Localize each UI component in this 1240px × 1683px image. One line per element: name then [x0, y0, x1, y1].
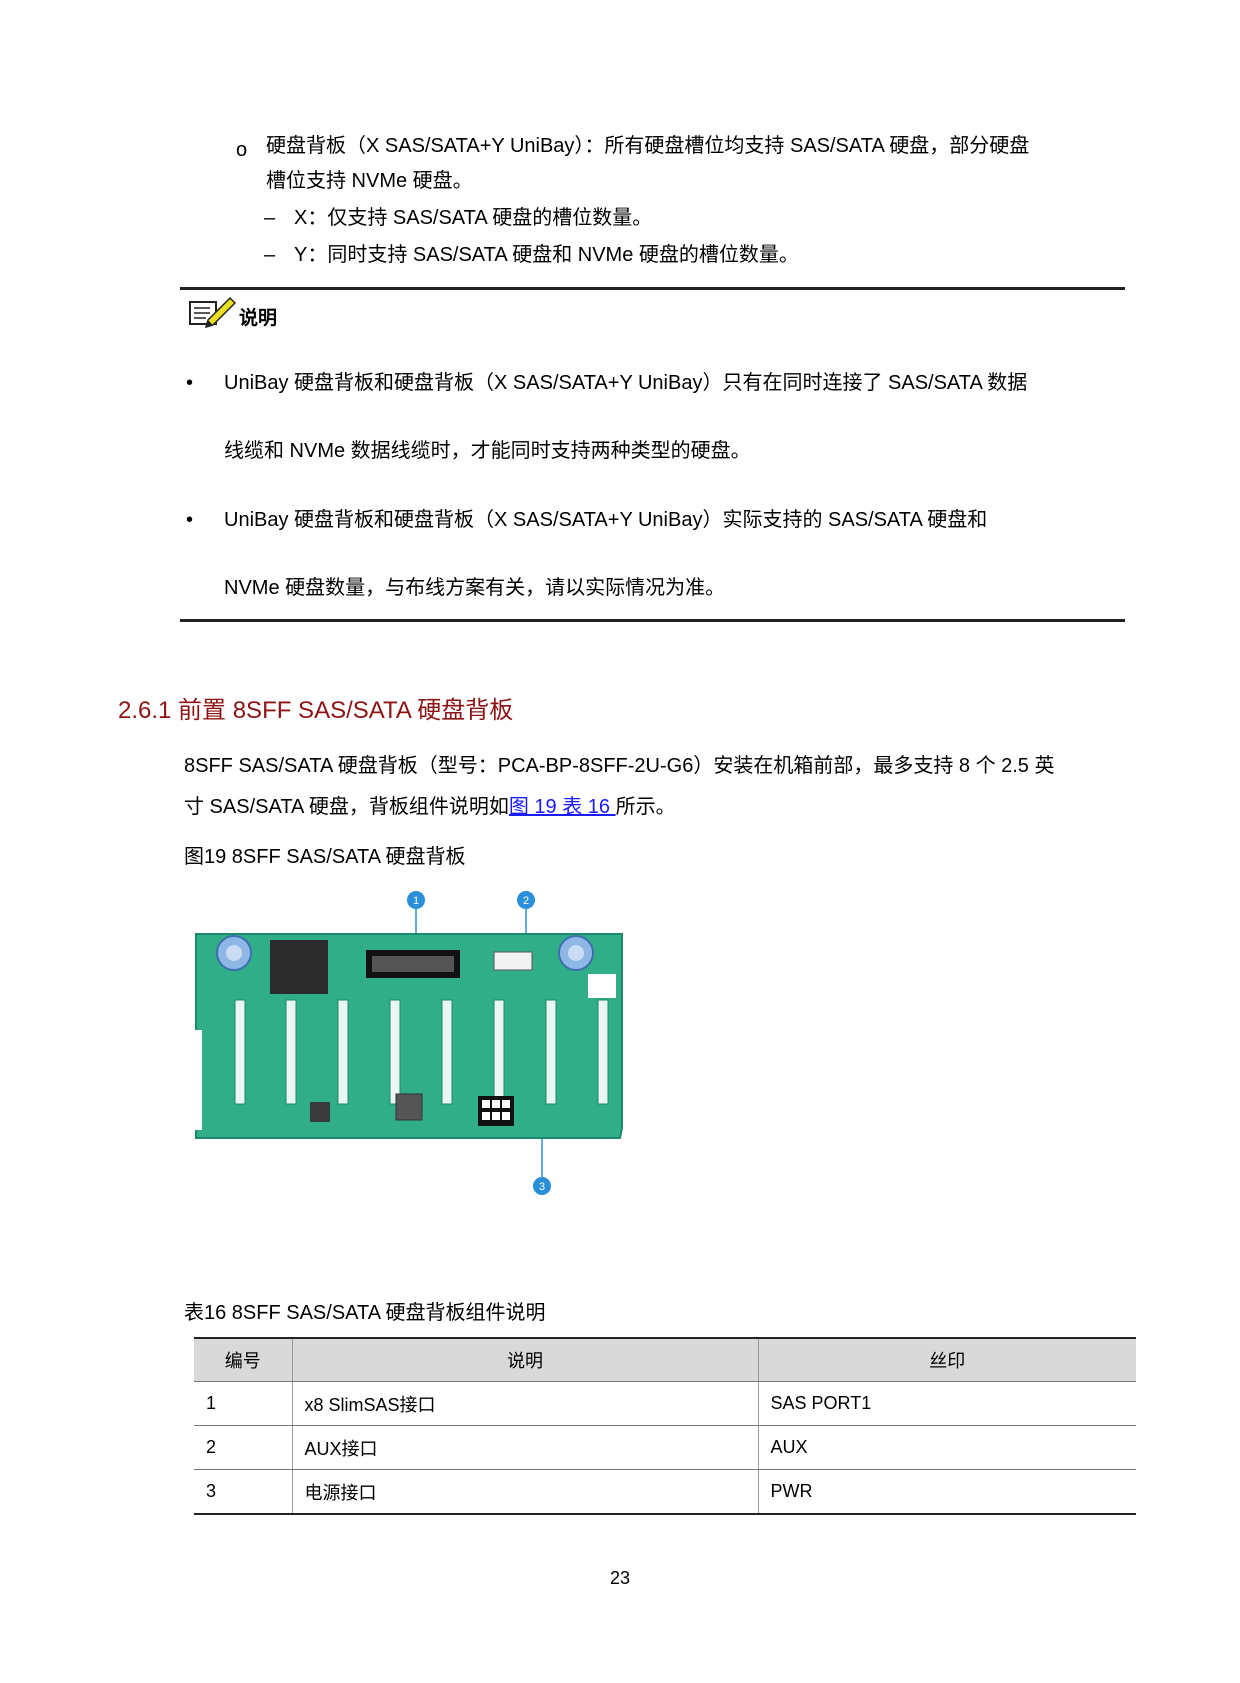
note-heading: 说明 — [239, 308, 278, 329]
note-item-2-line-2: NVMe 硬盘数量，与布线方案有关，请以实际情况为准。 — [224, 577, 726, 599]
note-pencil-icon — [189, 296, 236, 329]
components-table: 编号 说明 丝印 1 x8 SlimSAS接口 SAS PORT1 2 AUX接… — [194, 1337, 1136, 1515]
figure-table-link[interactable]: 图 19 表 16 — [508, 796, 616, 818]
note-top-rule — [180, 287, 1125, 290]
dash-glyph-2: – — [264, 244, 276, 266]
callout-2: 2 — [523, 895, 529, 907]
note-bullet: • — [186, 372, 194, 394]
section-para-line-1: 8SFF SAS/SATA 硬盘背板（型号：PCA-BP-8SFF-2U-G6）… — [184, 755, 1055, 777]
note-item-1-line-2: 线缆和 NVMe 数据线缆时，才能同时支持两种类型的硬盘。 — [224, 440, 751, 462]
header-description: 说明 — [291, 1337, 758, 1382]
cell-silkscreen: SAS PORT1 — [757, 1381, 1136, 1426]
table-header-row: 编号 说明 丝印 — [194, 1337, 1136, 1382]
note-item-2-line-1: UniBay 硬盘背板和硬盘背板（X SAS/SATA+Y UniBay）实际支… — [224, 509, 988, 531]
page-number: 23 — [609, 1568, 631, 1588]
cell-silkscreen: PWR — [757, 1469, 1136, 1515]
para-text-post: 所示。 — [615, 796, 676, 818]
table-row: 2 AUX接口 AUX — [194, 1425, 1136, 1470]
note-bottom-rule — [180, 619, 1125, 622]
dash-glyph-1: – — [264, 207, 276, 229]
note-item-1: • UniBay 硬盘背板和硬盘背板（X SAS/SATA+Y UniBay）只… — [186, 349, 1126, 485]
note-bullet: • — [186, 509, 194, 531]
header-number: 编号 — [194, 1337, 292, 1382]
dash-item-y: Y：同时支持 SAS/SATA 硬盘和 NVMe 硬盘的槽位数量。 — [294, 244, 799, 266]
note-item-1-line-1: UniBay 硬盘背板和硬盘背板（X SAS/SATA+Y UniBay）只有在… — [224, 372, 1028, 394]
table-caption: 表16 8SFF SAS/SATA 硬盘背板组件说明 — [184, 1302, 546, 1324]
section-title: 2.6.1 前置 8SFF SAS/SATA 硬盘背板 — [118, 697, 514, 724]
backplane-image: 1 2 3 — [190, 891, 623, 1195]
callout-1: 1 — [413, 895, 419, 907]
cell-number: 3 — [194, 1469, 292, 1515]
intro-line-2: 槽位支持 NVMe 硬盘。 — [266, 170, 473, 192]
intro-line-1: 硬盘背板（X SAS/SATA+Y UniBay）：所有硬盘槽位均支持 SAS/… — [266, 135, 1030, 157]
cell-description: 电源接口 — [291, 1469, 758, 1515]
cell-number: 2 — [194, 1425, 292, 1470]
table-row: 1 x8 SlimSAS接口 SAS PORT1 — [194, 1381, 1136, 1426]
dash-item-x: X：仅支持 SAS/SATA 硬盘的槽位数量。 — [294, 207, 653, 229]
cell-description: AUX接口 — [291, 1425, 758, 1470]
header-silkscreen: 丝印 — [757, 1337, 1136, 1382]
callout-3: 3 — [539, 1181, 545, 1193]
cell-description: x8 SlimSAS接口 — [291, 1381, 758, 1426]
section-para-line-2: 寸 SAS/SATA 硬盘，背板组件说明如图 19 表 16 所示。 — [184, 787, 1124, 828]
figure-caption: 图19 8SFF SAS/SATA 硬盘背板 — [184, 846, 466, 868]
note-item-2: • UniBay 硬盘背板和硬盘背板（X SAS/SATA+Y UniBay）实… — [186, 486, 1126, 622]
table-row: 3 电源接口 PWR — [194, 1469, 1136, 1515]
intro-bullet-glyph: o — [236, 139, 248, 161]
para-text-pre: 寸 SAS/SATA 硬盘，背板组件说明如 — [184, 796, 509, 818]
cell-silkscreen: AUX — [757, 1425, 1136, 1470]
cell-number: 1 — [194, 1381, 292, 1426]
